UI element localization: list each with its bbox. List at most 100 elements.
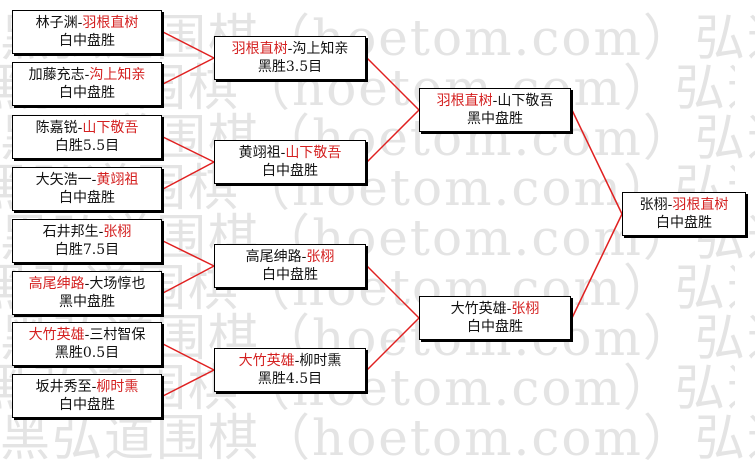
connector-line xyxy=(571,213,623,319)
vs-separator: - xyxy=(91,172,97,188)
match-box: 石井邦生-张栩白胜7.5目 xyxy=(12,219,162,263)
player-white: 沟上知亲 xyxy=(292,41,349,57)
player-black: 高尾绅路 xyxy=(245,249,302,265)
player-black: 林子渊 xyxy=(35,15,78,31)
player-black: 加藤充志 xyxy=(28,67,85,83)
connector-line xyxy=(162,343,215,371)
vs-separator: - xyxy=(287,41,293,57)
match-result: 白中盘胜 xyxy=(59,85,115,101)
match-box: 张栩-羽根直树白中盘胜 xyxy=(622,192,746,236)
match-box: 大竹英雄-张栩白中盘胜 xyxy=(419,296,571,340)
vs-separator: - xyxy=(84,276,90,292)
player-white: 柳时熏 xyxy=(96,379,139,395)
match-players: 大竹英雄-三村智保 xyxy=(13,326,161,344)
player-black: 坂井秀至 xyxy=(35,379,92,395)
player-white: 大场惇也 xyxy=(89,276,146,292)
vs-separator: - xyxy=(91,379,97,395)
player-black: 张栩 xyxy=(639,197,668,213)
match-result: 白中盘胜 xyxy=(262,267,318,283)
match-result: 黑中盘胜 xyxy=(59,294,115,310)
connector-line xyxy=(366,109,420,163)
match-result: 白胜7.5目 xyxy=(54,242,120,258)
match-players: 坂井秀至-柳时熏 xyxy=(13,378,161,396)
vs-separator: - xyxy=(84,327,90,343)
player-white: 羽根直树 xyxy=(82,15,139,31)
match-box: 高尾绅路-张栩白中盘胜 xyxy=(214,244,366,288)
match-box: 加藤充志-沟上知亲白中盘胜 xyxy=(12,62,162,106)
player-white: 山下敬吾 xyxy=(285,145,342,161)
connector-line xyxy=(162,57,215,85)
match-box: 大竹英雄-柳时熏黑胜4.5目 xyxy=(214,348,366,392)
player-white: 张栩 xyxy=(103,224,132,240)
player-white: 三村智保 xyxy=(89,327,146,343)
player-black: 大竹英雄 xyxy=(450,301,507,317)
match-result: 白中盘胜 xyxy=(262,163,318,179)
connector-line xyxy=(162,136,215,163)
match-players: 加藤充志-沟上知亲 xyxy=(13,66,161,84)
match-players: 张栩-羽根直树 xyxy=(623,196,745,214)
player-black: 大竹英雄 xyxy=(238,353,295,369)
match-players: 高尾绅路-张栩 xyxy=(215,248,365,266)
player-black: 羽根直树 xyxy=(231,41,288,57)
match-players: 大矢浩一-黄翊祖 xyxy=(13,171,161,189)
vs-separator: - xyxy=(506,301,512,317)
vs-separator: - xyxy=(667,197,673,213)
player-black: 黄翊祖 xyxy=(238,145,281,161)
match-result: 白中盘胜 xyxy=(59,33,115,49)
match-players: 大竹英雄-柳时熏 xyxy=(215,352,365,370)
player-white: 山下敬吾 xyxy=(82,120,139,136)
match-box: 羽根直树-山下敬吾黑中盘胜 xyxy=(419,88,571,132)
match-result: 黑中盘胜 xyxy=(467,111,523,127)
player-white: 沟上知亲 xyxy=(89,67,146,83)
player-black: 陈嘉锐 xyxy=(35,120,78,136)
player-white: 黄翊祖 xyxy=(96,172,139,188)
player-black: 羽根直树 xyxy=(436,93,493,109)
match-box: 大竹英雄-三村智保黑胜0.5目 xyxy=(12,322,162,366)
match-players: 高尾绅路-大场惇也 xyxy=(13,275,161,293)
player-white: 山下敬吾 xyxy=(497,93,554,109)
match-box: 林子渊-羽根直树白中盘胜 xyxy=(12,10,162,54)
connector-line xyxy=(366,265,420,319)
match-box: 坂井秀至-柳时熏白中盘胜 xyxy=(12,374,162,418)
match-result: 黑胜3.5目 xyxy=(257,59,323,75)
connector-line xyxy=(162,369,215,397)
connector-line xyxy=(366,317,420,371)
match-box: 高尾绅路-大场惇也黑中盘胜 xyxy=(12,271,162,315)
vs-separator: - xyxy=(84,67,90,83)
match-players: 羽根直树-山下敬吾 xyxy=(420,92,570,110)
match-box: 大矢浩一-黄翊祖白中盘胜 xyxy=(12,167,162,211)
match-box: 羽根直树-沟上知亲黑胜3.5目 xyxy=(214,36,366,80)
match-players: 黄翊祖-山下敬吾 xyxy=(215,144,365,162)
connector-line xyxy=(162,265,215,294)
vs-separator: - xyxy=(98,224,104,240)
match-result: 白中盘胜 xyxy=(59,190,115,206)
player-black: 大矢浩一 xyxy=(35,172,92,188)
match-players: 石井邦生-张栩 xyxy=(13,223,161,241)
vs-separator: - xyxy=(294,353,300,369)
match-result: 白胜5.5目 xyxy=(54,138,120,154)
connector-line xyxy=(571,109,623,215)
player-white: 羽根直树 xyxy=(672,197,729,213)
player-black: 高尾绅路 xyxy=(28,276,85,292)
player-white: 张栩 xyxy=(306,249,335,265)
match-result: 黑胜4.5目 xyxy=(257,371,323,387)
match-result: 白中盘胜 xyxy=(59,397,115,413)
connector-line xyxy=(366,57,420,111)
vs-separator: - xyxy=(280,145,286,161)
match-players: 林子渊-羽根直树 xyxy=(13,14,161,32)
bracket-connectors xyxy=(162,31,623,397)
player-black: 石井邦生 xyxy=(42,224,99,240)
vs-separator: - xyxy=(77,15,83,31)
match-box: 黄翊祖-山下敬吾白中盘胜 xyxy=(214,140,366,184)
match-result: 白中盘胜 xyxy=(467,319,523,335)
player-black: 大竹英雄 xyxy=(28,327,85,343)
match-result: 黑胜0.5目 xyxy=(54,345,120,361)
vs-separator: - xyxy=(492,93,498,109)
player-white: 柳时熏 xyxy=(299,353,342,369)
connector-line xyxy=(162,161,215,190)
match-box: 陈嘉锐-山下敬吾白胜5.5目 xyxy=(12,115,162,159)
match-players: 陈嘉锐-山下敬吾 xyxy=(13,119,161,137)
player-white: 张栩 xyxy=(511,301,540,317)
vs-separator: - xyxy=(301,249,307,265)
vs-separator: - xyxy=(77,120,83,136)
